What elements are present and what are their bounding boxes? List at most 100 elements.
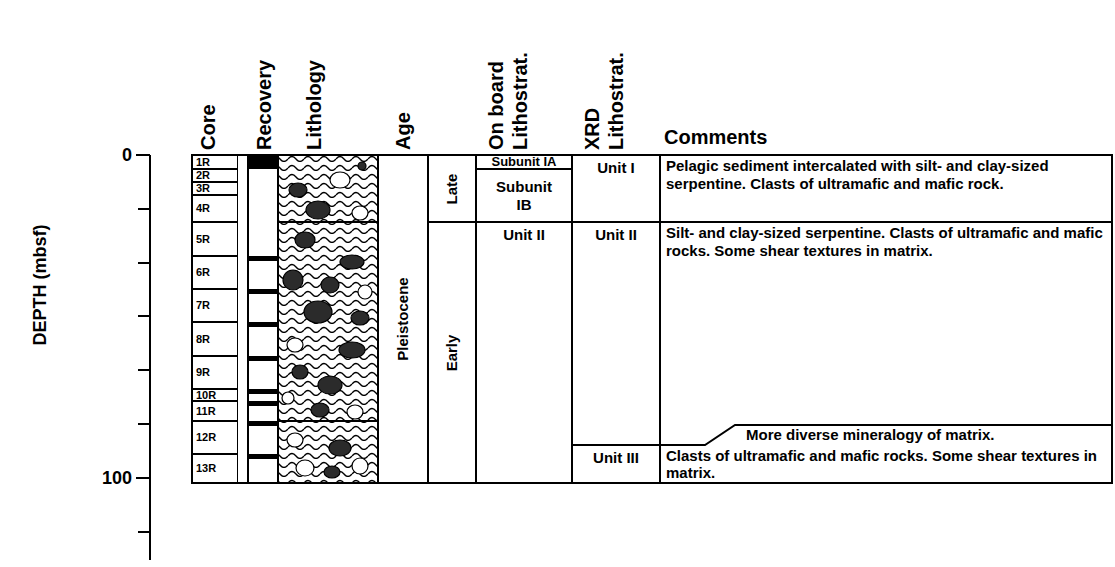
unit-boundary — [428, 221, 1112, 223]
recovery-bars — [249, 155, 277, 459]
core-label: 3R — [196, 183, 210, 194]
clast-symbol — [295, 232, 315, 248]
axis-tick — [138, 369, 150, 371]
clast-symbol — [358, 285, 372, 299]
comment-cell: More diverse mineralogy of matrix.Clasts… — [660, 425, 1112, 483]
column-line — [475, 155, 477, 483]
clast-symbol — [351, 311, 369, 325]
clast-symbol — [347, 405, 363, 419]
table-frame — [192, 155, 1112, 483]
clast-symbol — [318, 376, 342, 394]
clast-symbol — [340, 255, 364, 269]
core-label: 7R — [196, 300, 210, 311]
core-label: 13R — [196, 463, 216, 474]
core-label: 2R — [196, 170, 210, 181]
core-label: 1R — [196, 157, 210, 168]
unit-cell: Unit III — [572, 445, 660, 483]
recovery-bar — [249, 289, 277, 294]
core-box: 13R — [192, 454, 238, 483]
axis-tick — [138, 423, 150, 425]
core-label: 4R — [196, 203, 210, 214]
clast-symbol — [321, 277, 339, 293]
lithology-break — [278, 420, 378, 422]
clast-symbol — [358, 162, 366, 170]
axis-tick — [138, 208, 150, 210]
core-box: 11R — [192, 401, 238, 421]
core-box: 9R — [192, 356, 238, 389]
subunit-cell: Subunit IB — [476, 169, 572, 222]
unit-label: Unit III — [572, 449, 660, 467]
column-header: Comments — [664, 126, 767, 148]
core-label: 8R — [196, 334, 210, 345]
column-line — [277, 155, 279, 483]
column-line — [427, 155, 429, 483]
core-box: 10R — [192, 389, 238, 401]
clast-symbol — [282, 392, 294, 404]
tick-value: 100 — [84, 467, 132, 489]
recovery-bar — [249, 454, 277, 459]
comment-text: Silt- and clay-sized serpentine. Clasts … — [666, 224, 1106, 260]
subunit-cell: Subunit IA — [476, 155, 572, 169]
comment-cell: Pelagic sediment intercalated with silt-… — [660, 155, 1112, 222]
epoch-cell: Pleistocene — [378, 155, 428, 483]
core-box: 1R — [192, 155, 238, 169]
clast-symbol — [339, 342, 365, 358]
recovery-bar — [249, 421, 277, 426]
column-line — [377, 155, 379, 483]
unit-label: Pleistocene — [394, 277, 412, 360]
core-label: 10R — [196, 390, 216, 401]
axis-tick — [136, 154, 150, 156]
clast-symbol — [287, 433, 303, 447]
unit-label: Subunit IB — [490, 178, 558, 214]
unit-label: Unit II — [572, 226, 660, 244]
clast-symbol — [352, 458, 368, 474]
core-box: 3R — [192, 182, 238, 195]
column-header: Recovery — [252, 10, 276, 150]
clast-symbol — [283, 270, 303, 290]
clast-symbol — [304, 301, 332, 323]
axis-line — [149, 155, 151, 560]
clast-symbol — [329, 440, 351, 456]
recovery-bar — [249, 256, 277, 261]
recovery-bar — [249, 356, 277, 361]
axis-title: DEPTH (mbsf) — [28, 210, 52, 360]
comment-cell: Silt- and clay-sized serpentine. Clasts … — [660, 222, 1112, 425]
column-header: On board Lithostrat. — [484, 22, 532, 150]
unit-label: Early — [443, 334, 461, 371]
column-header: XRD Lithostrat. — [580, 22, 628, 150]
core-box: 6R — [192, 256, 238, 289]
clast-symbol — [296, 460, 314, 476]
axis-tick — [138, 531, 150, 533]
core-label: 11R — [196, 406, 216, 417]
column-header: Lithology — [302, 10, 326, 150]
comment-text: More diverse mineralogy of matrix. — [746, 426, 1106, 444]
unit-boundary — [660, 425, 1112, 445]
recovery-bar — [249, 322, 277, 327]
column-header: Core — [196, 10, 220, 150]
core-label: 5R — [196, 234, 210, 245]
column-line — [247, 155, 249, 483]
unit-cell: Unit II — [572, 222, 660, 445]
core-box: 12R — [192, 421, 238, 454]
clast-symbol — [287, 338, 303, 352]
recovery-bar — [249, 401, 277, 406]
core-box: 8R — [192, 322, 238, 356]
core-box: 2R — [192, 169, 238, 182]
core-box: 5R — [192, 222, 238, 256]
column-line — [571, 155, 573, 483]
core-box: 7R — [192, 289, 238, 322]
recovery-bar — [249, 389, 277, 394]
core-label: 6R — [196, 267, 210, 278]
axis-tick — [138, 315, 150, 317]
clast-symbol — [330, 172, 350, 188]
clast-symbol — [289, 183, 307, 197]
age-cell: Late — [428, 155, 476, 222]
column-line — [659, 155, 661, 483]
clast-symbol — [311, 403, 329, 417]
unit-label: Unit II — [476, 226, 572, 244]
unit-label: Unit I — [572, 159, 660, 177]
clast-symbol — [352, 206, 368, 220]
depth-axis — [136, 155, 150, 560]
